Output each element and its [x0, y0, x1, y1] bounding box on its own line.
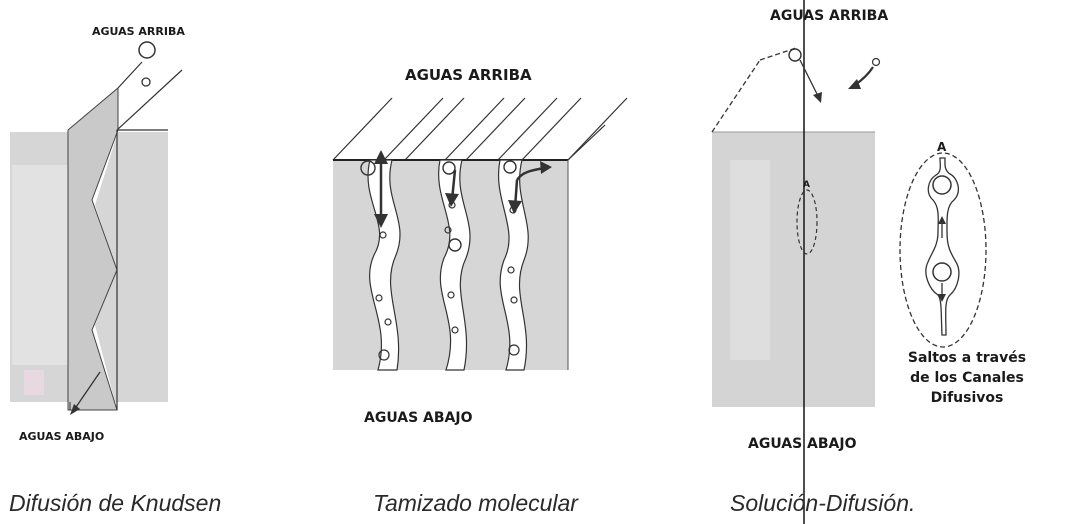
sieving-stripe-1	[333, 98, 392, 160]
sieving-downstream-label: AGUAS ABAJO	[364, 410, 473, 426]
knudsen-upstream-label: AGUAS ARRIBA	[92, 25, 185, 38]
knudsen-caption: Difusión de Knudsen	[9, 490, 221, 517]
solution-small-marker: A	[803, 180, 810, 190]
sieving-arrowhead-1-up	[374, 150, 388, 164]
solution-upstream-label: AGUAS ARRIBA	[770, 8, 888, 24]
knudsen-downstream-label: AGUAS ABAJO	[19, 430, 104, 443]
knudsen-bottom-mark	[24, 370, 44, 395]
solution-membrane-light	[730, 160, 770, 360]
solution-molecule-entry	[789, 49, 801, 61]
solution-detail-channel	[926, 158, 959, 335]
knudsen-panel	[10, 42, 182, 415]
sieving-right-edge	[568, 125, 605, 160]
solution-detail-note: Saltos a través de los Canales Difusivos	[893, 348, 1041, 408]
solution-caption: Solución-Difusión.	[730, 490, 915, 517]
solution-rebound-arrowhead	[848, 79, 861, 89]
solution-downstream-label: AGUAS ABAJO	[748, 436, 857, 452]
knudsen-membrane-highlight	[12, 165, 72, 365]
solution-entry-arrowhead	[813, 92, 822, 103]
sieving-caption: Tamizado molecular	[373, 490, 578, 517]
solution-note-line-2: de los Canales	[893, 368, 1041, 388]
sieving-stripe-7	[522, 98, 581, 160]
sieving-stripe-8	[568, 98, 627, 160]
knudsen-molecule-large	[139, 42, 155, 58]
knudsen-molecule-small	[142, 78, 150, 86]
sieving-panel	[333, 98, 627, 370]
solution-note-line-1: Saltos a través	[893, 348, 1041, 368]
solution-detail-marker: A	[937, 140, 946, 154]
knudsen-diagonal-1	[118, 62, 142, 88]
solution-molecule-rebound	[873, 59, 880, 66]
sieving-stripe-6	[498, 98, 557, 160]
solution-note-line-3: Difusivos	[893, 388, 1041, 408]
solution-dashed-diagonal	[712, 60, 760, 132]
solution-entry-arrow	[800, 60, 818, 96]
sieving-upstream-label: AGUAS ARRIBA	[405, 66, 532, 84]
